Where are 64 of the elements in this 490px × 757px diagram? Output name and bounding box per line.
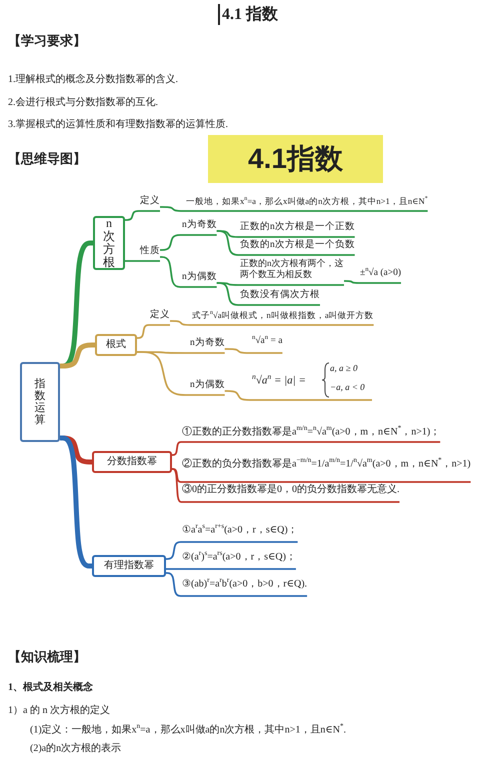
section-heading: 【学习要求】 (8, 32, 86, 50)
branch-text: $^{n}$√a$^{n}$ = a (252, 334, 282, 353)
topic-box: 根式 (95, 334, 137, 356)
branch-text: 式子$^{n}$√a叫做根式，n叫做根指数，a叫做开方数 (192, 310, 374, 325)
branch-text: ①a$^{r}$a$^{s}$=a$^{r+s}$(a>0，r，s∈Q)； (182, 522, 298, 542)
connector (224, 390, 372, 401)
branch-text: ②正数的负分数指数幂是a$^{−m/n}$=1/a$^{m/n}$=1/$^{n}$√a$^{m}$(a>0，m，n∈N$^{*}$，n>1) (182, 446, 471, 482)
connector (160, 206, 428, 212)
connector (60, 436, 92, 568)
topic-box: 有理指数幂 (92, 555, 166, 577)
branch-text: n为奇数 (182, 220, 217, 235)
connector (166, 541, 298, 560)
section-heading: 【思维导图】 (8, 150, 86, 168)
connector (172, 468, 471, 483)
connector (125, 210, 160, 221)
case-text: −a, a < 0 (330, 382, 365, 393)
formula-text: $^{n}$√a$^{n}$ = |a| = (252, 372, 306, 388)
topic-box (93, 216, 125, 270)
requirement-text: 1.理解根式的概念及分数指数幂的含义. (8, 72, 178, 86)
branch-text: 正数的n次方根是一个正数 (240, 222, 355, 237)
branch-text: n为偶数 (190, 380, 225, 395)
branch-text: 性质 (140, 246, 160, 261)
list-item-text: 1）a 的 n 次方根的定义 (8, 704, 110, 717)
branch-text: 一般地，如果x$^{n}$=a，那么x叫做a的n次方根，其中n>1，且n∈N$^{*}$ (186, 196, 428, 211)
topic-box: 分数指数幂 (92, 451, 172, 473)
definition-text: (1)定义：一般地，如果x$^{n}$=a，那么x叫做a的n次方根，其中n>1，且n∈N$^{*}$. (30, 722, 346, 736)
topic-text: n次方根 (103, 216, 115, 270)
branch-text: 定义 (150, 310, 170, 325)
case-text: a, a ≥ 0 (330, 363, 358, 374)
connector (160, 234, 217, 251)
branch-text: ①正数的正分数指数幂是a$^{m/n}$=$^{n}$√a$^{m}$(a>0，m，n∈N$^{*}$，n>1)； (182, 424, 440, 442)
connector (216, 282, 320, 306)
connector (224, 348, 282, 354)
branch-text: 负数的n次方根是一个负数 (240, 240, 355, 255)
branch-text: ③(ab)$^{r}$=a$^{r}$b$^{r}$(a>0，b>0，r∈Q). (182, 576, 308, 596)
connector (125, 260, 160, 262)
section-heading: 【知识梳理】 (8, 648, 86, 666)
connector (170, 320, 374, 326)
connector (137, 351, 225, 396)
connector (172, 441, 440, 456)
connector (137, 324, 170, 339)
requirement-text: 2.会进行根式与分数指数幂的互化. (8, 96, 158, 109)
connector (166, 572, 308, 597)
connector (344, 280, 402, 284)
branch-text: 负数没有偶次方根 (240, 290, 320, 305)
branch-text: n为偶数 (182, 272, 217, 287)
branch-text: ②(a$^{r}$)$^{s}$=a$^{rs}$(a>0，r，s∈Q)； (182, 549, 296, 569)
connector (166, 568, 296, 570)
topic-text: 指数运算 (34, 378, 46, 426)
title-banner: 4.1指数 (208, 135, 383, 183)
connector (160, 256, 217, 288)
subsection-heading: 1、根式及相关概念 (8, 680, 93, 694)
branch-text: ±$^{n}$√a (a>0) (360, 266, 402, 283)
connector (172, 468, 400, 503)
connector (216, 230, 355, 256)
page-title: 4.1 指数 (218, 4, 278, 25)
requirement-text: 3.掌握根式的运算性质和有理数指数幂的运算性质. (8, 118, 228, 131)
branch-text: 定义 (140, 196, 160, 211)
root-topic-box (20, 362, 60, 442)
connector (60, 342, 95, 368)
branch-text: ③0的正分数指数幂是0，0的负分数指数幂无意义. (182, 484, 400, 502)
list-item-text: (2)a的n次方根的表示 (30, 742, 122, 755)
branch-text: 正数的n次方根有两个，这两个数互为相反数 (240, 258, 344, 285)
branch-text: n为奇数 (190, 338, 225, 353)
